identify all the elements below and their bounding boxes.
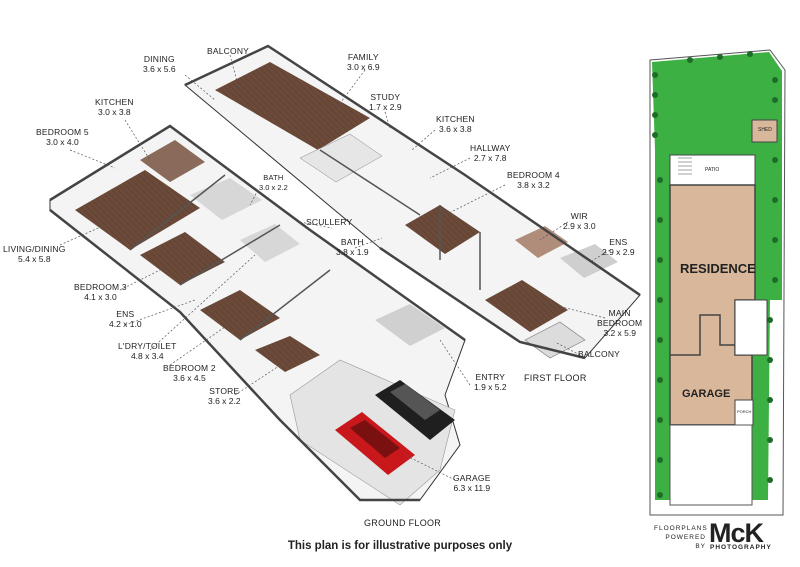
label-balcony-top: BALCONY — [207, 46, 250, 56]
shed — [751, 119, 778, 143]
family-room-floor — [215, 62, 370, 150]
bedroom2-floor — [200, 290, 280, 340]
black-car — [375, 380, 455, 440]
first-floor-title: FIRST FLOOR — [524, 373, 587, 383]
living-dining-floor — [75, 170, 200, 250]
label-scullery: SCULLERY — [306, 217, 353, 227]
label-balcony-bottom: BALCONY — [578, 349, 621, 359]
label-leaders — [59, 54, 611, 481]
site-shed-label: SHED — [758, 127, 772, 133]
hedge — [652, 51, 778, 498]
bedroom4-floor — [405, 205, 480, 254]
site-garage-label: GARAGE — [682, 388, 731, 400]
bedroom3-floor — [140, 232, 225, 285]
main-bedroom-floor — [485, 280, 568, 332]
store-floor — [255, 336, 320, 372]
disclaimer-text: This plan is for illustrative purposes o… — [287, 540, 513, 552]
site-residence-label: RESIDENCE — [680, 261, 756, 276]
driveway — [669, 424, 753, 506]
kitchen-island — [299, 133, 383, 183]
wir-floor — [515, 226, 568, 258]
ground-floor-title: GROUND FLOOR — [364, 518, 442, 528]
entry-floor — [375, 304, 445, 346]
patio-steps — [678, 157, 692, 175]
laundry-floor — [240, 224, 300, 262]
brand-mark: McK — [709, 518, 764, 548]
first-floor-plan — [184, 44, 641, 360]
kitchen-floor — [140, 140, 205, 182]
red-car — [335, 412, 415, 475]
first-floor-balcony — [524, 321, 586, 359]
brand-photography: PHOTOGRAPHY — [710, 544, 772, 551]
ground-floor-plan — [49, 124, 466, 506]
site-patio-label: PATIO — [705, 167, 720, 173]
site-porch-label: PORCH — [737, 409, 752, 414]
